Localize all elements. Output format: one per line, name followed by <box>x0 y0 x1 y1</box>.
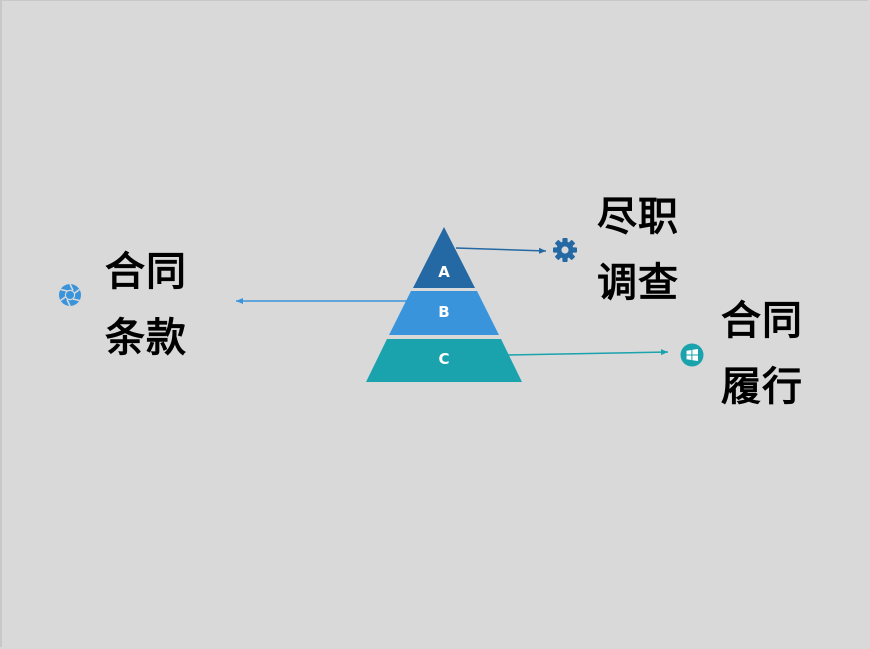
callout-top-right-text: 尽职 调查 <box>597 184 679 316</box>
pyramid-tier-a-label: A <box>438 263 450 281</box>
pyramid-tier-b-label: B <box>438 303 449 321</box>
callout-bottom-right-line2: 履行 <box>721 364 803 410</box>
pyramid-tier-c-label: C <box>438 350 449 368</box>
windows-logo-icon <box>680 343 704 367</box>
pyramid-tier-a <box>413 227 475 288</box>
callout-top-right-line2: 调查 <box>597 260 679 306</box>
callout-bottom-right-text: 合同 履行 <box>721 288 803 420</box>
callout-left-line2: 条款 <box>105 315 187 361</box>
callout-left-text: 合同 条款 <box>105 239 187 371</box>
pyramid-tier-c <box>366 339 522 382</box>
connector-arrow-a <box>455 247 547 254</box>
gear-icon <box>553 238 577 262</box>
callout-bottom-right-line1: 合同 <box>721 298 803 344</box>
connector-arrow-c <box>507 349 669 356</box>
callout-left-line1: 合同 <box>105 249 187 295</box>
aperture-icon <box>59 283 81 307</box>
callout-top-right-line1: 尽职 <box>597 194 679 240</box>
pyramid-tier-b <box>389 291 499 335</box>
